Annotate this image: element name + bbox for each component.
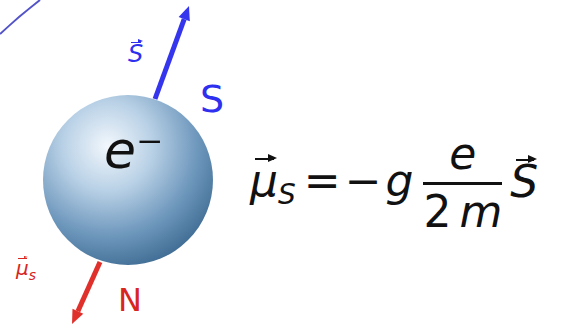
fraction-numerator: e [449, 128, 476, 179]
equals-sign: = [304, 159, 341, 203]
south-pole-label: S [200, 80, 224, 118]
fraction-denominator: 2m [423, 190, 502, 234]
spin-vector-label: S [128, 42, 143, 66]
north-pole-label: N [118, 284, 142, 316]
fraction: e 2m [423, 128, 502, 234]
spin-arrow-shaft [155, 19, 184, 99]
charge-symbol: e [449, 132, 476, 176]
spin-arrow-head [179, 6, 190, 21]
moment-symbol: μ [250, 159, 278, 203]
orbit-arc [0, 0, 40, 34]
sphere-shape [42, 94, 214, 266]
moment-arrow-head [72, 309, 83, 324]
moment-symbol: μ [16, 258, 29, 278]
sphere-body [43, 95, 213, 265]
minus-sign: − [345, 159, 382, 203]
moment-label-group: μs [16, 258, 36, 278]
moment-arrow-shaft [78, 262, 100, 311]
formula-right: S [510, 156, 538, 207]
formula: μS=−g e 2m S [250, 128, 538, 234]
spin-symbol: S [510, 160, 538, 204]
label-layer: SSN [0, 0, 586, 24]
particle-symbol: e⁻ [104, 124, 163, 176]
mass-symbol: m [459, 190, 502, 234]
moment-subscript: s [29, 268, 36, 282]
electron-sphere: e⁻ [42, 94, 214, 266]
g-factor: g [386, 159, 414, 203]
formula-left: μS=−g [250, 159, 413, 203]
fraction-bar [423, 182, 502, 185]
moment-subscript: S [278, 181, 296, 209]
denominator-number: 2 [423, 190, 451, 234]
